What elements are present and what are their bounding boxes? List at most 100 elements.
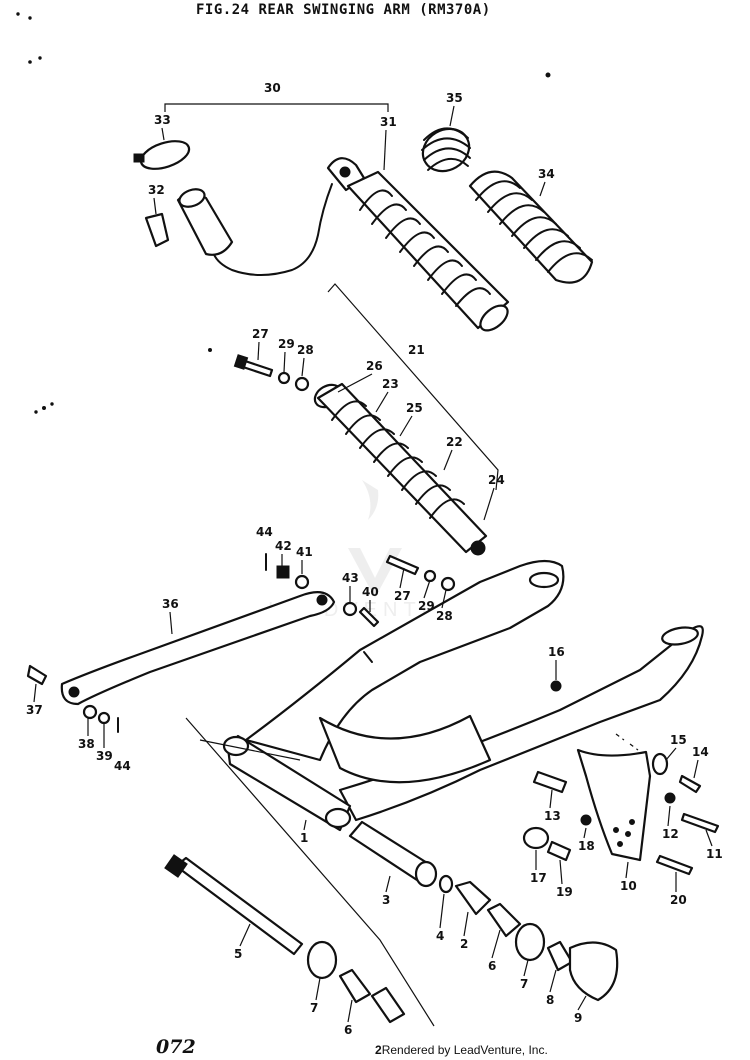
washer-29-lower <box>423 569 437 583</box>
seal-7a <box>514 922 546 962</box>
callout-1: 1 <box>300 831 308 845</box>
washer-38 <box>82 704 98 720</box>
callout-23: 23 <box>382 377 399 391</box>
spacer-13 <box>532 770 568 794</box>
callout-7-right: 7 <box>520 977 528 991</box>
cap-9 <box>568 941 619 1002</box>
linkage-hardware-upper <box>265 553 456 628</box>
nut-42 <box>276 565 290 579</box>
callout-leader-lines <box>33 105 713 1023</box>
callout-31: 31 <box>380 115 397 129</box>
bearing-6a <box>486 902 522 938</box>
callout-29-upper: 29 <box>278 337 295 351</box>
callout-35: 35 <box>446 91 463 105</box>
callout-42: 42 <box>275 539 292 553</box>
callout-17: 17 <box>530 871 547 885</box>
nut-16 <box>550 680 562 692</box>
callout-3: 3 <box>382 893 390 907</box>
callout-6-right: 6 <box>488 959 496 973</box>
callout-39: 39 <box>96 749 113 763</box>
rear-shock-absorber-upper <box>133 103 510 332</box>
callout-4: 4 <box>436 929 444 943</box>
reservoir-hose <box>211 183 333 276</box>
seal-7b <box>306 940 338 980</box>
footer-credit: 2Rendered by LeadVenture, Inc. <box>375 1043 548 1057</box>
washer-17 <box>522 826 550 850</box>
callout-19: 19 <box>556 885 573 899</box>
callout-27-upper: 27 <box>252 327 269 341</box>
reservoir-clamp <box>139 140 191 170</box>
callout-27-lower: 27 <box>394 589 411 603</box>
callout-16: 16 <box>548 645 565 659</box>
callout-44-upper: 44 <box>256 525 273 539</box>
callout-21: 21 <box>408 343 425 357</box>
callout-22: 22 <box>446 435 463 449</box>
callout-8: 8 <box>546 993 554 1007</box>
figure-title: FIG.24 REAR SWINGING ARM (RM370A) <box>196 2 491 18</box>
nut-12 <box>664 792 676 804</box>
pivot-shaft-5 <box>164 854 304 956</box>
footer-text: Rendered by LeadVenture, Inc. <box>381 1043 548 1057</box>
callout-28-lower: 28 <box>436 609 453 623</box>
bolt-11 <box>680 812 720 834</box>
nut-28-lower <box>440 576 456 592</box>
callout-25: 25 <box>406 401 423 415</box>
nut-8 <box>546 940 574 972</box>
callout-6-left: 6 <box>344 1023 352 1037</box>
nut-18 <box>580 814 592 826</box>
callout-28-upper: 28 <box>297 343 314 357</box>
washer-39 <box>97 711 111 725</box>
callout-13: 13 <box>544 809 561 823</box>
callout-14: 14 <box>692 745 709 759</box>
bearing-2b <box>370 986 406 1024</box>
callout-12: 12 <box>662 827 679 841</box>
swing-arm-1 <box>222 559 704 832</box>
callout-34: 34 <box>538 167 555 181</box>
collar-19 <box>546 840 572 862</box>
bolt-20 <box>655 854 694 876</box>
bearing-6b <box>338 968 372 1004</box>
callout-37: 37 <box>26 703 43 717</box>
linkage-rod-36 <box>26 591 336 733</box>
shock-body-21 <box>316 382 488 554</box>
callout-5: 5 <box>234 947 242 961</box>
callout-9: 9 <box>574 1011 582 1025</box>
group-bracket-21 <box>327 283 499 491</box>
callout-36: 36 <box>162 597 179 611</box>
washer-29-upper <box>277 371 291 385</box>
ring-4 <box>438 874 454 894</box>
callout-41: 41 <box>296 545 313 559</box>
spring-large-34 <box>468 170 594 284</box>
callout-labels: 30 33 31 35 34 32 21 27 29 28 26 23 25 2… <box>26 81 723 1037</box>
bolt-27-lower <box>385 554 420 576</box>
spring-small-35 <box>421 127 471 173</box>
bolt-15 <box>651 752 669 776</box>
callout-18: 18 <box>578 839 595 853</box>
callout-43: 43 <box>342 571 359 585</box>
chain-guide-10 <box>522 733 720 876</box>
bolt-14 <box>678 774 702 794</box>
callout-2: 2 <box>460 937 468 951</box>
shock-spring-coils-31 <box>359 189 491 307</box>
bearing-2a <box>454 880 492 916</box>
nut-28-upper <box>294 376 310 392</box>
callout-26: 26 <box>366 359 383 373</box>
bearing-parts <box>306 820 619 1024</box>
callout-24: 24 <box>488 473 505 487</box>
callout-33: 33 <box>154 113 171 127</box>
callout-29-lower: 29 <box>418 599 435 613</box>
rear-shock-absorber-assembly-21 <box>233 283 499 556</box>
washer-43 <box>342 601 358 617</box>
reference-line-left <box>185 717 435 1027</box>
callout-15: 15 <box>670 733 687 747</box>
callout-10: 10 <box>620 879 637 893</box>
callout-20: 20 <box>670 893 687 907</box>
callout-44-lower: 44 <box>114 759 131 773</box>
reservoir-bracket <box>144 212 170 248</box>
callout-32: 32 <box>148 183 165 197</box>
callout-30: 30 <box>264 81 281 95</box>
callout-40: 40 <box>362 585 379 599</box>
callout-7-left: 7 <box>310 1001 318 1015</box>
